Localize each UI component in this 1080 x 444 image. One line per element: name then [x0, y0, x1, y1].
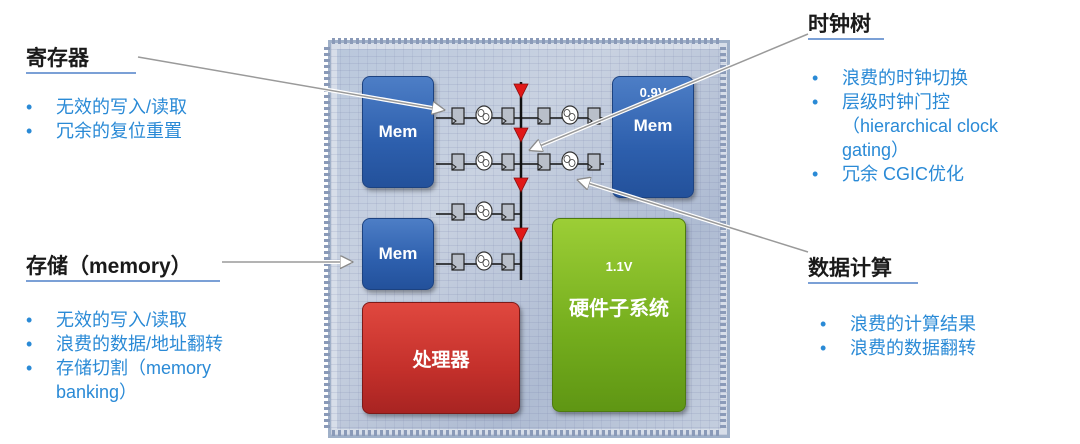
mem-label: Mem [633, 116, 673, 135]
list-item: 浪费的数据/地址翻转 [26, 332, 223, 356]
flip-flop [587, 153, 601, 171]
clock-tree-list: 浪费的时钟切换 层级时钟门控 （hierarchical clock gatin… [812, 66, 998, 186]
list-item: 冗余的复位重置 [26, 119, 187, 143]
io-pads-right [720, 44, 726, 428]
list-item: 无效的写入/读取 [26, 308, 223, 332]
clock-buffer-triangles [513, 83, 529, 243]
io-pads-left [324, 44, 330, 428]
processor-block: 处理器 [362, 302, 520, 414]
flip-flop [501, 203, 515, 221]
list-item-continuation: （hierarchical clock [842, 116, 999, 136]
flip-flop [451, 153, 465, 171]
list-item: 无效的写入/读取 [26, 95, 187, 119]
logic-cloud [561, 105, 579, 125]
processor-label: 处理器 [412, 349, 470, 371]
register-arrow [137, 56, 444, 110]
flip-flop [451, 107, 465, 125]
flip-flop [537, 153, 551, 171]
data-compute-list: 浪费的计算结果 浪费的数据翻转 [820, 312, 976, 360]
list-item: 存储切割（memory [26, 356, 223, 380]
data-compute-arrow [578, 180, 809, 253]
mem-block-top-left: Mem [362, 76, 434, 188]
list-item: 浪费的时钟切换 [812, 66, 998, 90]
flip-flop [501, 253, 515, 271]
logic-cloud [475, 105, 493, 125]
flip-flop [451, 253, 465, 271]
flip-flop [501, 107, 515, 125]
mem-block-top-right: 0.9V Mem [612, 76, 694, 198]
hw-subsystem-block: 1.1V 硬件子系统 [552, 218, 686, 412]
registers-underline [26, 72, 136, 74]
list-item: 冗余 CGIC优化 [812, 162, 998, 186]
flip-flop [451, 203, 465, 221]
list-item: 浪费的数据翻转 [820, 336, 976, 360]
memory-heading: 存储（memory） [26, 255, 192, 278]
memory-underline [26, 280, 220, 282]
io-pads-bottom [332, 430, 722, 436]
memory-list: 无效的写入/读取 浪费的数据/地址翻转 存储切割（memory banking） [26, 308, 223, 404]
mem-label: Mem [378, 244, 418, 263]
list-item-continuation: banking） [56, 382, 138, 402]
logic-cloud [475, 201, 493, 221]
hw-subsystem-label: 硬件子系统 [569, 298, 669, 320]
registers-list: 无效的写入/读取 冗余的复位重置 [26, 95, 187, 143]
logic-cloud [475, 151, 493, 171]
data-compute-heading: 数据计算 [808, 257, 892, 280]
io-pads-top [332, 38, 722, 44]
data-compute-underline [808, 282, 918, 284]
list-item: 浪费的计算结果 [820, 312, 976, 336]
list-item: 层级时钟门控 [812, 90, 998, 114]
logic-cloud [475, 251, 493, 271]
flip-flop [501, 153, 515, 171]
clock-tree-underline [808, 38, 884, 40]
clock-tree-arrow [530, 33, 809, 150]
mem-label: Mem [378, 122, 418, 141]
flip-flop [537, 107, 551, 125]
voltage-label: 1.1V [605, 259, 633, 274]
mem-block-mid-left: Mem [362, 218, 434, 290]
list-item-continuation: gating） [842, 140, 910, 160]
clock-tree-heading: 时钟树 [808, 13, 871, 36]
logic-cloud [561, 151, 579, 171]
registers-heading: 寄存器 [26, 47, 89, 70]
